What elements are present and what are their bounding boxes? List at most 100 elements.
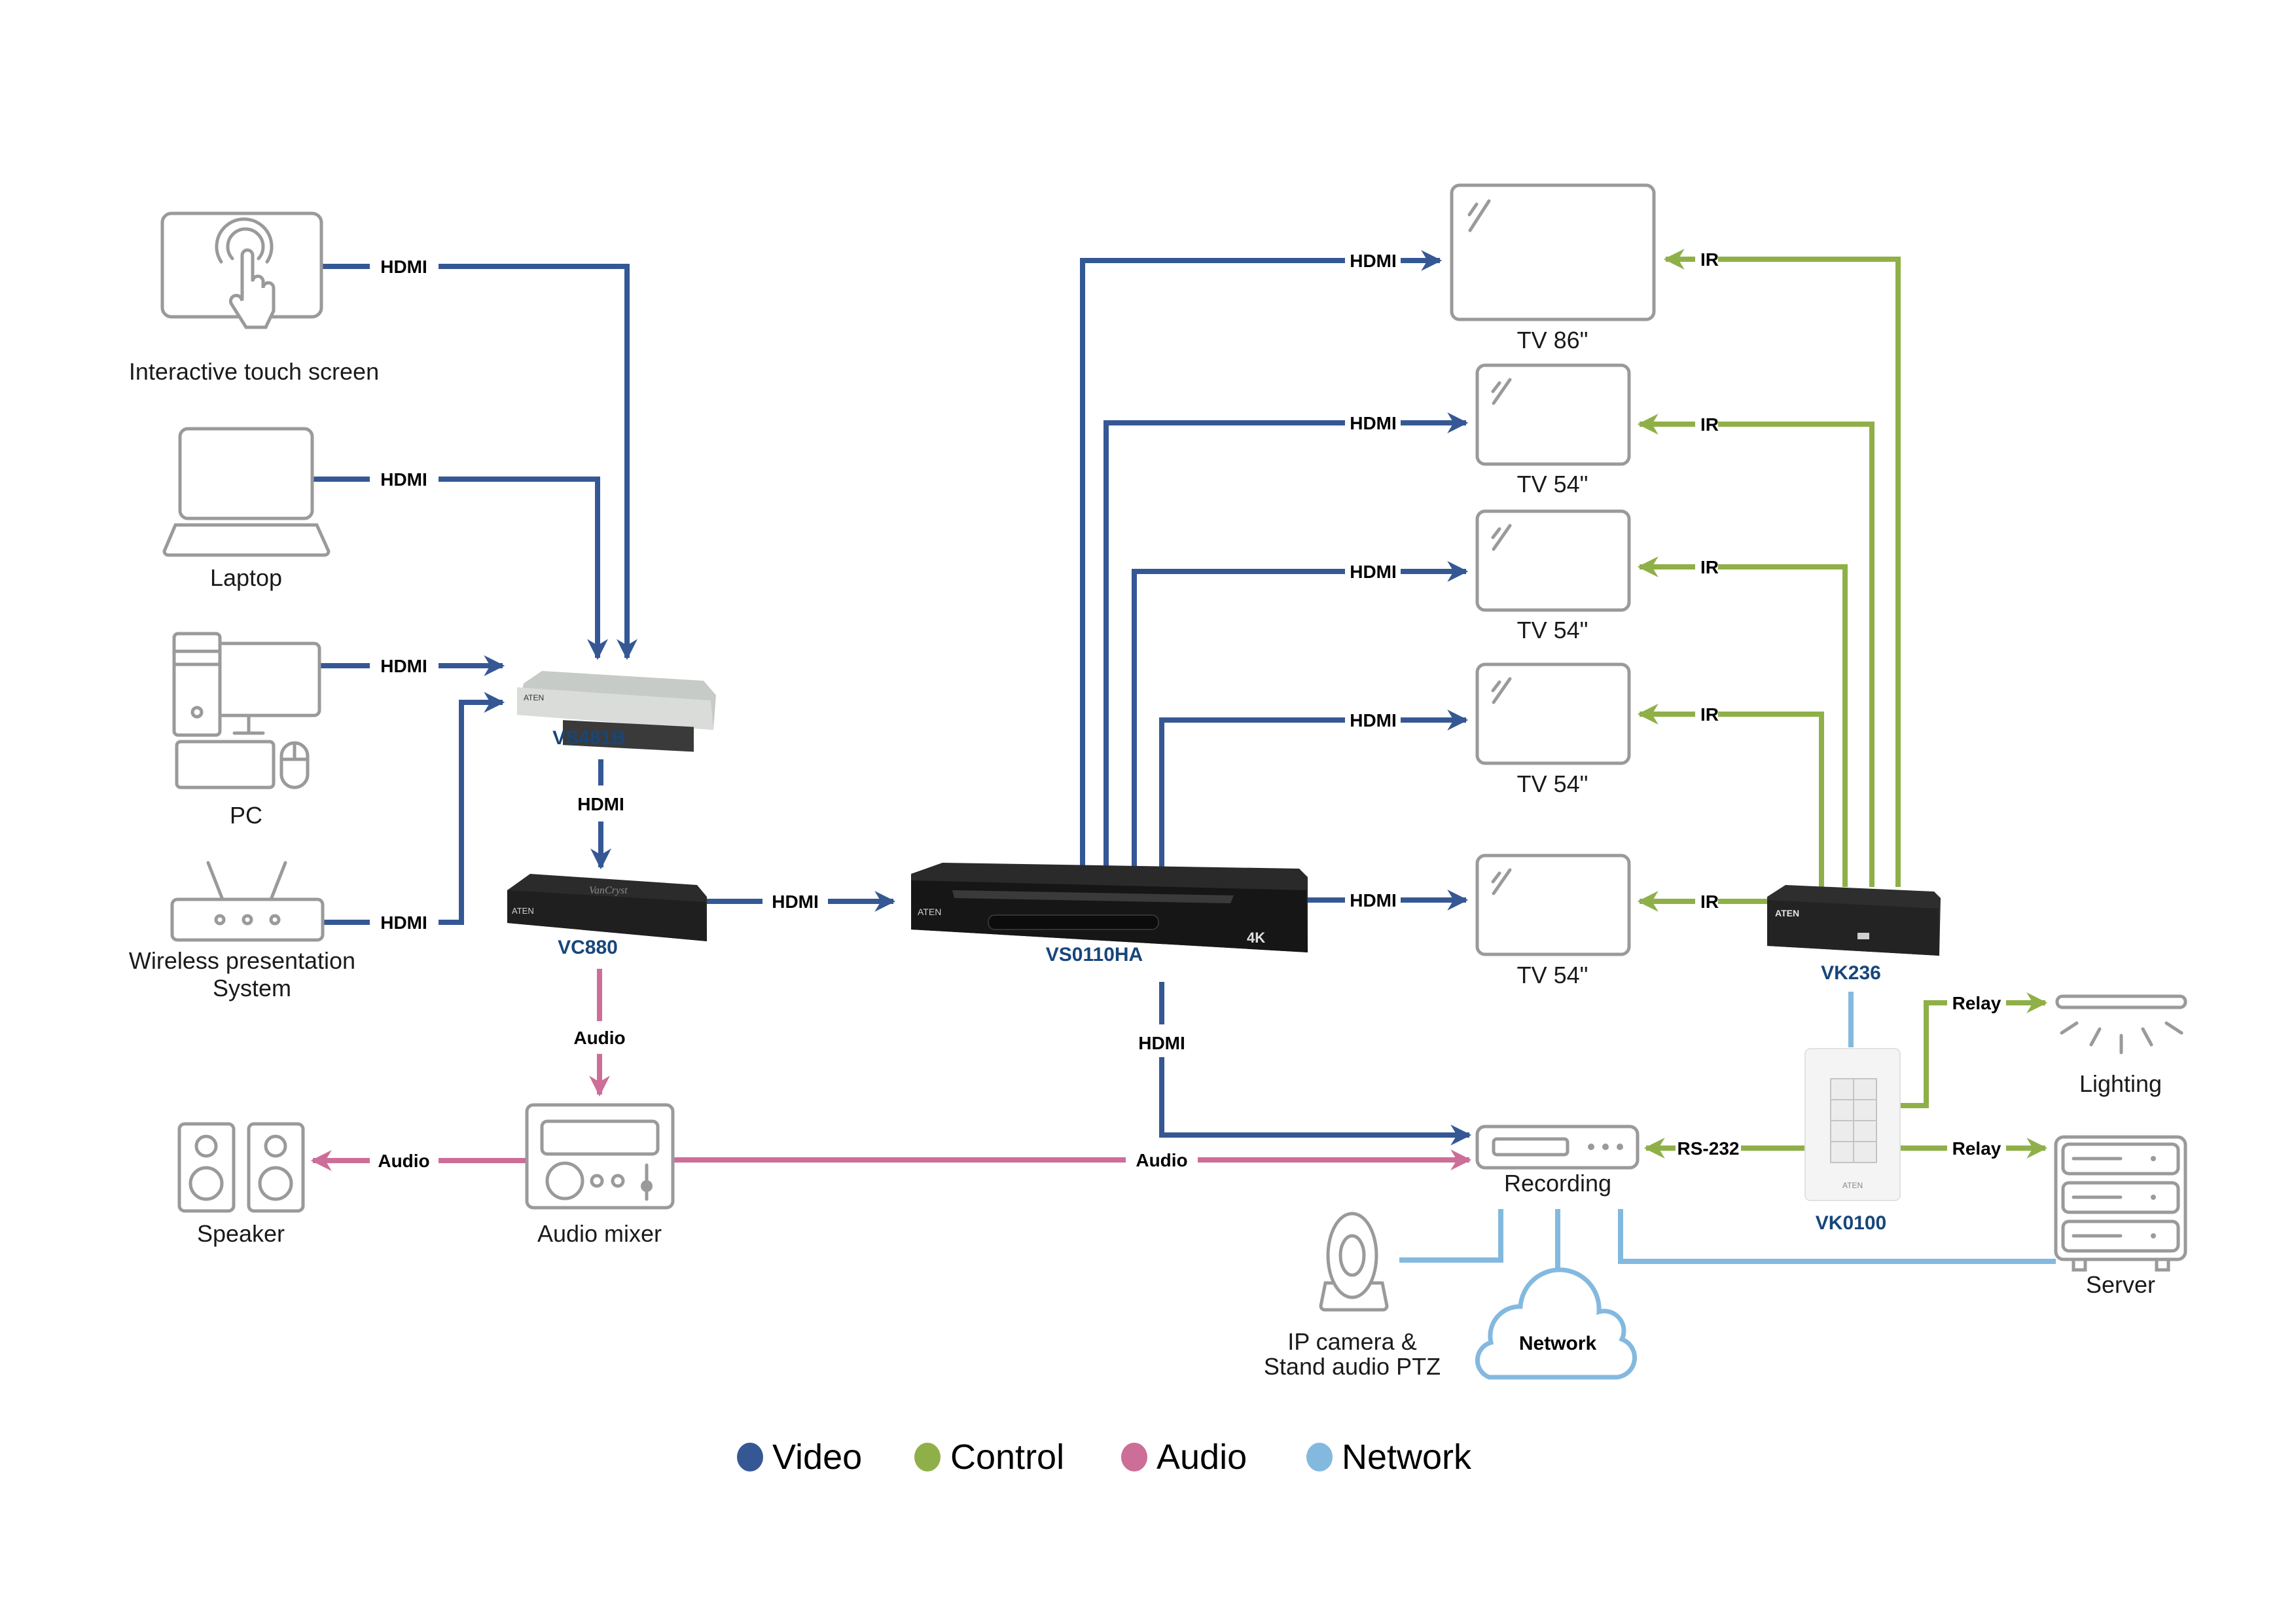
network-cloud-node[interactable]: Network: [1475, 1267, 1637, 1380]
speaker-node[interactable]: Speaker: [177, 1122, 305, 1247]
legend-label-control: Control: [950, 1437, 1064, 1477]
tv-54-node-2[interactable]: TV 54": [1475, 509, 1631, 643]
wire-touch-to-vs481b: [321, 264, 627, 658]
audio-mixer-node[interactable]: Audio mixer: [525, 1103, 675, 1247]
recording-label: Recording: [1504, 1170, 1611, 1197]
svg-text:ATEN: ATEN: [1775, 908, 1799, 918]
tv-icon: [1475, 662, 1631, 765]
legend-item-control: Control: [914, 1437, 1064, 1477]
laptop-node[interactable]: Laptop: [162, 427, 331, 591]
label-hdmi-vc880-splitter: HDMI: [772, 892, 819, 912]
label-hdmi-tv54-4: HDMI: [1350, 890, 1397, 911]
svg-text:4K: 4K: [1247, 929, 1265, 946]
tv-54-label-1: TV 54": [1517, 471, 1588, 497]
label-hdmi-tv54-3: HDMI: [1350, 710, 1397, 731]
video-wires: [312, 261, 1469, 1135]
touch-screen-label: Interactive touch screen: [129, 358, 379, 385]
label-hdmi-pc: HDMI: [380, 656, 427, 676]
label-hdmi-recording: HDMI: [1138, 1033, 1185, 1053]
pc-icon: [172, 632, 321, 789]
svg-text:ATEN: ATEN: [524, 693, 544, 702]
wire-splitter-to-tv86: [1080, 261, 1440, 877]
tv-54-label-4: TV 54": [1517, 962, 1588, 988]
tv-54-node-3[interactable]: TV 54": [1475, 662, 1631, 797]
lighting-icon: [2055, 994, 2187, 1055]
wireless-label-line1: Wireless presentation: [129, 947, 355, 974]
label-ir-tv54-2: IR: [1700, 557, 1719, 577]
wire-splitter-to-recording: [1159, 982, 1469, 1135]
legend-swatch-control: [914, 1443, 941, 1471]
tv-86-label: TV 86": [1517, 327, 1588, 353]
ip-camera-icon: [1319, 1212, 1389, 1312]
vk0100-node[interactable]: ATEN VK0100: [1804, 1048, 1901, 1234]
vk0100-label: VK0100: [1816, 1212, 1886, 1234]
audio-mixer-label: Audio mixer: [537, 1220, 662, 1247]
speaker-icon: [177, 1122, 305, 1213]
vk236-device-icon: ATEN: [1767, 885, 1941, 956]
control-wires: [1640, 259, 2045, 1148]
label-ir-tv54-3: IR: [1700, 704, 1719, 725]
tv-icon: [1475, 854, 1631, 956]
label-hdmi-tv86: HDMI: [1350, 251, 1397, 271]
tv-86-node[interactable]: TV 86": [1450, 183, 1656, 353]
server-label: Server: [2086, 1271, 2155, 1298]
label-hdmi-laptop: HDMI: [380, 469, 427, 490]
vc880-label: VC880: [558, 937, 618, 958]
legend-label-video: Video: [772, 1437, 862, 1477]
wire-vk236-to-tv54-1: [1640, 424, 1874, 887]
recording-node[interactable]: Recording: [1475, 1125, 1640, 1197]
vk236-node[interactable]: ATEN VK236: [1767, 885, 1941, 984]
legend-label-audio: Audio: [1157, 1437, 1247, 1477]
label-rs232: RS-232: [1677, 1138, 1740, 1159]
wireless-label-line2: System: [213, 975, 291, 1001]
wire-wireless-to-vs481b: [323, 702, 503, 925]
vs0110ha-device-icon: ATEN 4K: [911, 863, 1308, 952]
svg-text:VanCryst: VanCryst: [589, 885, 628, 896]
tv-54-label-3: TV 54": [1517, 770, 1588, 797]
tv-icon: [1475, 509, 1631, 612]
label-hdmi-wireless: HDMI: [380, 912, 427, 933]
network-label: Network: [1519, 1333, 1597, 1354]
wireless-node[interactable]: Wireless presentation System: [129, 861, 355, 1001]
vc880-device-icon: VanCryst ATEN: [507, 874, 707, 941]
label-relay-lighting: Relay: [1952, 993, 2001, 1013]
recording-device-icon: [1475, 1125, 1640, 1170]
legend-item-network: Network: [1306, 1437, 1472, 1477]
touch-screen-node[interactable]: Interactive touch screen: [129, 211, 379, 385]
label-ir-tv54-1: IR: [1700, 414, 1719, 435]
svg-text:ATEN: ATEN: [918, 907, 941, 917]
label-audio-vc880-mixer: Audio: [573, 1028, 625, 1048]
wire-vk0100-to-lighting: [1900, 1003, 2045, 1108]
touch-screen-icon: [160, 211, 323, 329]
legend-swatch-audio: [1121, 1443, 1147, 1471]
lighting-node[interactable]: Lighting: [2055, 994, 2187, 1097]
legend: Video Control Audio Network: [737, 1437, 1472, 1477]
tv-54-label-2: TV 54": [1517, 617, 1588, 643]
connection-labels: HDMI HDMI HDMI HDMI HDMI HDMI HDMI HDMI …: [378, 249, 2001, 1171]
pc-node[interactable]: PC: [172, 632, 321, 829]
wire-laptop-to-vs481b: [312, 477, 598, 658]
vs481b-node[interactable]: ATEN VS481B: [517, 671, 716, 752]
wire-vk236-to-tv86: [1666, 259, 1901, 887]
ip-camera-node[interactable]: IP camera & Stand audio PTZ: [1264, 1212, 1441, 1380]
tv-icon: [1450, 183, 1656, 321]
wire-splitter-to-tv54-1: [1103, 423, 1466, 877]
server-icon: [2054, 1135, 2187, 1272]
tv-icon: [1475, 363, 1631, 466]
lighting-label: Lighting: [2079, 1070, 2162, 1097]
label-hdmi-touch: HDMI: [380, 257, 427, 277]
tv-54-node-4[interactable]: TV 54": [1475, 854, 1631, 988]
wire-recording-to-camera: [1399, 1209, 1503, 1263]
server-node[interactable]: Server: [2054, 1135, 2187, 1298]
legend-item-video: Video: [737, 1437, 862, 1477]
tv-54-node-1[interactable]: TV 54": [1475, 363, 1631, 497]
vs0110ha-node[interactable]: ATEN 4K VS0110HA: [911, 863, 1308, 965]
label-audio-speaker: Audio: [378, 1151, 429, 1171]
label-audio-recording: Audio: [1136, 1150, 1187, 1170]
wire-splitter-to-tv54-2: [1132, 571, 1466, 877]
audio-mixer-icon: [525, 1103, 675, 1210]
vc880-node[interactable]: VanCryst ATEN VC880: [507, 874, 707, 958]
legend-swatch-network: [1306, 1443, 1333, 1471]
laptop-icon: [162, 427, 331, 557]
svg-text:ATEN: ATEN: [512, 906, 534, 916]
